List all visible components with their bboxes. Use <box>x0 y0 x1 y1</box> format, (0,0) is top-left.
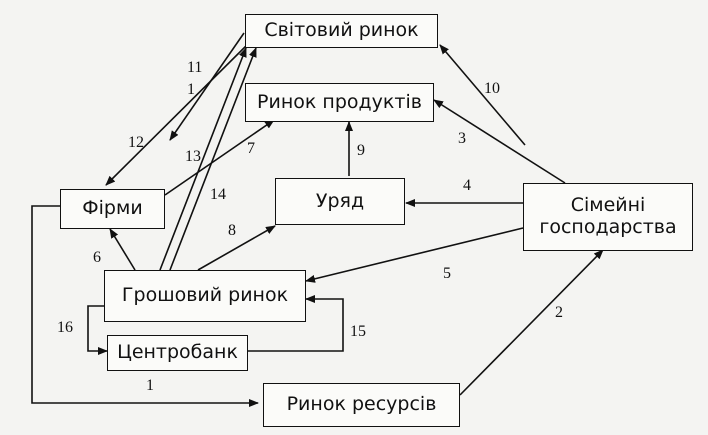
flow-label-8: 8 <box>228 222 236 239</box>
arrow-13 <box>159 47 247 271</box>
node-resource-market: Ринок ресурсів <box>263 383 460 427</box>
arrow-1 <box>31 205 259 407</box>
node-firms: Фірми <box>60 189 165 229</box>
node-households-label-2: господарства <box>539 216 677 238</box>
flow-label-1: 1 <box>146 377 154 394</box>
flow-label-4: 4 <box>463 177 471 194</box>
node-central-bank: Центробанк <box>107 335 248 371</box>
arrow-8 <box>197 225 276 271</box>
node-government-label: Уряд <box>315 189 365 212</box>
flow-label-6: 6 <box>93 249 101 266</box>
flow-label-12: 12 <box>128 134 144 151</box>
node-world-market: Світовий ринок <box>245 14 438 48</box>
flow-label-13: 13 <box>185 148 201 165</box>
flow-label-7: 7 <box>247 140 255 157</box>
arrow-10 <box>439 44 526 146</box>
arrow-3 <box>433 99 566 184</box>
arrow-11 <box>169 32 245 141</box>
node-product-market: Ринок продуктів <box>245 83 434 122</box>
arrow-14 <box>169 47 257 271</box>
arrow-6 <box>109 228 136 271</box>
flow-label-10: 10 <box>484 80 500 97</box>
flow-label-2: 2 <box>555 304 563 321</box>
flow-label-15: 15 <box>350 323 366 340</box>
arrow-15 <box>248 295 344 352</box>
arrow-2 <box>459 249 604 396</box>
node-money-market-label: Грошовий ринок <box>121 284 289 307</box>
arrow-16 <box>87 305 108 355</box>
node-product-market-label: Ринок продуктів <box>257 90 422 113</box>
node-resource-market-label: Ринок ресурсів <box>286 393 437 416</box>
arrow-7 <box>164 119 275 196</box>
arrow-5 <box>305 227 524 283</box>
node-central-bank-label: Центробанк <box>117 341 238 364</box>
flow-label-14: 14 <box>210 186 226 203</box>
node-households-label-1: Сімейні <box>570 194 646 217</box>
flow-label-3: 3 <box>458 130 466 147</box>
node-world-market-label: Світовий ринок <box>264 19 419 42</box>
flow-label-11: 11 <box>187 59 203 76</box>
flow-label-16: 16 <box>57 319 73 336</box>
flow-label-9: 9 <box>357 142 365 159</box>
node-government: Уряд <box>275 178 405 225</box>
node-households: Сімейні господарства <box>523 183 693 251</box>
flow-label-5: 5 <box>443 265 451 282</box>
node-money-market: Грошовий ринок <box>104 270 306 322</box>
node-firms-label: Фірми <box>82 197 143 220</box>
arrow-12 <box>105 32 260 186</box>
flow-label-1-top: 1 <box>187 81 195 98</box>
